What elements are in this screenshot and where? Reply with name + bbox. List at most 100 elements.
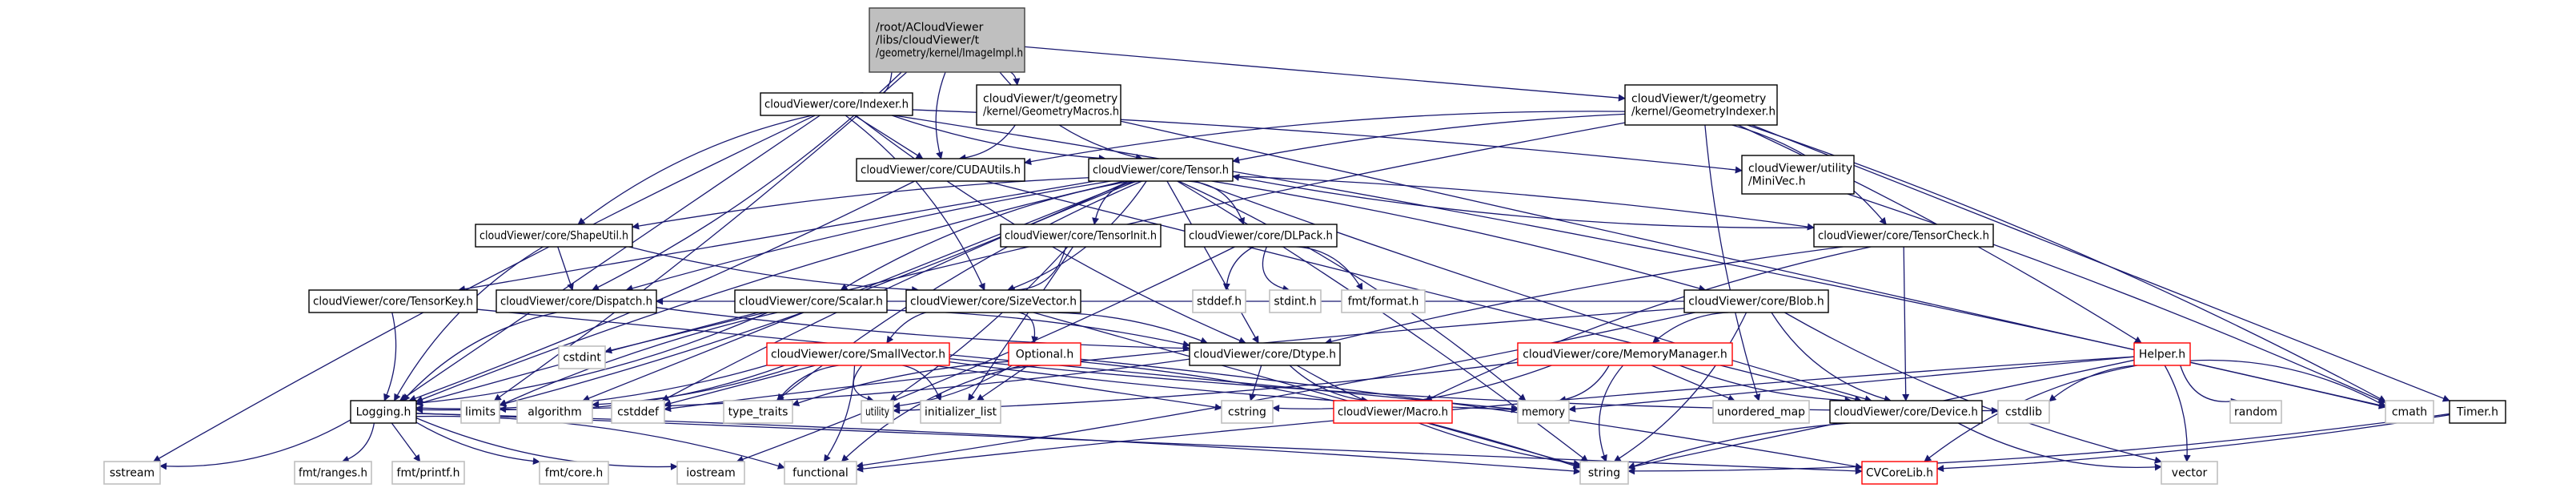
node-fmtprintf: fmt/printf.h xyxy=(391,461,465,485)
node-label: cloudViewer/t/geometry xyxy=(1631,92,1766,105)
node-label: /geometry/kernel/ImageImpl.h xyxy=(876,46,1023,59)
node-label: utility xyxy=(865,405,889,418)
node-tensorkey[interactable]: cloudViewer/core/TensorKey.h xyxy=(308,289,478,313)
edge-tensor-to-dispatch xyxy=(625,180,1111,292)
node-minivec[interactable]: cloudViewer/utility/MiniVec.h xyxy=(1741,155,1855,195)
node-cstdint: cstdint xyxy=(558,345,606,369)
edge-optional-to-utility xyxy=(893,365,1013,409)
node-box xyxy=(784,461,857,485)
node-cudautils[interactable]: cloudViewer/core/CUDAUtils.h xyxy=(856,158,1025,182)
node-algorithm: algorithm xyxy=(516,400,593,424)
node-dtype[interactable]: cloudViewer/core/Dtype.h xyxy=(1189,342,1341,366)
node-label: cloudViewer/core/Blob.h xyxy=(1688,295,1824,308)
node-timer[interactable]: Timer.h xyxy=(2449,400,2506,424)
edge-memorymanager-to-memory xyxy=(1558,365,1610,404)
node-box xyxy=(1997,400,2050,424)
edge-logging-to-sstream xyxy=(159,419,351,470)
node-sizevector[interactable]: cloudViewer/core/SizeVector.h xyxy=(905,289,1081,313)
edge-tensorcheck-to-tensor xyxy=(1232,174,1815,228)
edge-tensorcheck-to-device xyxy=(1902,246,1910,401)
node-box xyxy=(539,461,609,485)
node-label: cloudViewer/core/Dispatch.h xyxy=(500,295,652,308)
node-label: cstddef xyxy=(617,405,660,418)
node-label: limits xyxy=(465,405,496,418)
node-tensor[interactable]: cloudViewer/core/Tensor.h xyxy=(1088,158,1234,182)
node-optional[interactable]: Optional.h xyxy=(1008,342,1081,366)
node-string: string xyxy=(1579,461,1629,485)
node-tensorcheck[interactable]: cloudViewer/core/TensorCheck.h xyxy=(1813,224,1994,248)
node-indexer[interactable]: cloudViewer/core/Indexer.h xyxy=(760,92,913,116)
node-geomindexer[interactable]: cloudViewer/t/geometry/kernel/GeometryIn… xyxy=(1624,84,1778,126)
node-label: cloudViewer/core/TensorCheck.h xyxy=(1818,229,1989,242)
node-box xyxy=(475,224,633,248)
node-memorymanager[interactable]: cloudViewer/core/MemoryManager.h xyxy=(1517,342,1733,366)
node-box xyxy=(308,289,478,313)
edge-tensor-to-shapeutil xyxy=(632,177,1089,230)
node-box xyxy=(1624,84,1778,126)
node-fmtformat: fmt/format.h xyxy=(1341,289,1426,313)
node-box xyxy=(1184,224,1338,248)
node-box xyxy=(1741,155,1855,195)
edge-indexer-to-sstream xyxy=(153,115,816,462)
node-macro[interactable]: cloudViewer/Macro.h xyxy=(1333,400,1453,424)
edge-dlpack-to-fmtformat xyxy=(1282,246,1363,291)
node-scalar[interactable]: cloudViewer/core/Scalar.h xyxy=(734,289,888,313)
node-box xyxy=(1333,400,1453,424)
node-dispatch[interactable]: cloudViewer/core/Dispatch.h xyxy=(496,289,657,313)
node-box xyxy=(1088,158,1234,182)
node-box xyxy=(1579,461,1629,485)
edge-smallvector-to-utility xyxy=(853,365,875,403)
node-box xyxy=(1712,400,1810,424)
edge-indexer-to-sizevector xyxy=(845,115,985,291)
node-label: iostream xyxy=(686,466,736,479)
edge-dlpack-to-stddef_h xyxy=(1222,246,1254,291)
node-box xyxy=(1813,224,1994,248)
node-box xyxy=(1192,289,1246,313)
node-box xyxy=(905,289,1081,313)
edge-tensorkey-to-logging xyxy=(383,312,397,401)
node-box xyxy=(856,158,1025,182)
node-dlpack[interactable]: cloudViewer/core/DLPack.h xyxy=(1184,224,1338,248)
edge-indexer-to-logging xyxy=(399,115,821,401)
edge-shapeutil-to-sizevector xyxy=(628,246,920,294)
node-tensorinit[interactable]: cloudViewer/core/TensorInit.h xyxy=(1000,224,1162,248)
edge-tensor-to-cstddef xyxy=(661,180,1137,401)
node-geommacros[interactable]: cloudViewer/t/geometry/kernel/GeometryMa… xyxy=(976,84,1121,126)
node-label: /root/ACloudViewer xyxy=(876,21,984,34)
node-label: fmt/core.h xyxy=(545,466,603,479)
node-label: cmath xyxy=(2392,405,2427,418)
edge-helper-to-vector xyxy=(2164,365,2191,462)
node-cmath: cmath xyxy=(2385,400,2434,424)
node-box xyxy=(1861,461,1938,485)
edge-helper-to-cstdlib xyxy=(2048,365,2136,402)
edge-imageimpl-to-limits xyxy=(493,71,908,401)
edge-helper-to-random xyxy=(2180,365,2239,405)
node-device[interactable]: cloudViewer/core/Device.h xyxy=(1829,400,1983,424)
node-logging[interactable]: Logging.h xyxy=(350,400,417,424)
node-box xyxy=(2229,400,2282,424)
node-cvcorelib[interactable]: CVCoreLib.h xyxy=(1861,461,1938,485)
node-stddef_h: stddef.h xyxy=(1192,289,1246,313)
node-limits: limits xyxy=(460,400,500,424)
edge-dlpack-to-stdint_h xyxy=(1262,246,1290,292)
node-cstring: cstring xyxy=(1221,400,1274,424)
edge-helper-to-memory xyxy=(1568,356,2135,413)
node-label: random xyxy=(2234,405,2277,418)
node-imageimpl[interactable]: /root/ACloudViewer/libs/cloudViewer/t/ge… xyxy=(869,7,1025,73)
edge-tensor-to-memory xyxy=(1178,180,1527,401)
node-label: /MiniVec.h xyxy=(1748,175,1806,188)
node-label: sstream xyxy=(110,466,154,479)
node-box xyxy=(676,461,745,485)
node-iostream: iostream xyxy=(676,461,745,485)
node-box xyxy=(1517,400,1570,424)
node-label: cstdlib xyxy=(2005,405,2042,418)
node-smallvector[interactable]: cloudViewer/core/SmallVector.h xyxy=(766,342,950,366)
node-box xyxy=(1269,289,1322,313)
node-helper[interactable]: Helper.h xyxy=(2133,342,2191,366)
node-blob[interactable]: cloudViewer/core/Blob.h xyxy=(1683,289,1829,313)
edge-logging-to-fmtcore xyxy=(415,421,540,466)
edge-smallvector-to-cstring xyxy=(933,365,1222,411)
node-shapeutil[interactable]: cloudViewer/core/ShapeUtil.h xyxy=(475,224,633,248)
edge-tensor-to-dtype xyxy=(1166,180,1259,344)
node-label: cloudViewer/core/ShapeUtil.h xyxy=(479,229,628,242)
